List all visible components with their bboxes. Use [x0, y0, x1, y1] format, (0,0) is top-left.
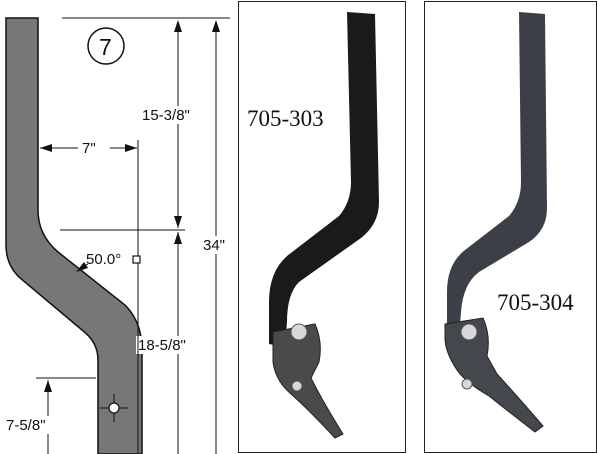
shank-photo-2: [444, 12, 547, 433]
part-number-705-303: 705-303: [247, 106, 324, 131]
lower-height-label: 18-5/8": [138, 337, 186, 354]
offset-width-label: 7": [82, 140, 96, 157]
hole-height-label: 7-5/8": [6, 417, 46, 434]
part-number-705-304: 705-304: [497, 290, 574, 315]
shank-body-black: [269, 12, 379, 347]
lower-arrow-top: [174, 232, 182, 244]
shank-technical-drawing: 15-3/8" 34" 18-5/8" 7" 50.0° 7-5/8": [0, 0, 236, 454]
shank-outline: [5, 17, 143, 454]
shank-point: [272, 323, 344, 439]
offset-arrow-left: [40, 144, 52, 152]
total-arrow-top: [212, 20, 220, 32]
photo-panel-705-303: 705-303: [238, 1, 406, 453]
mount-bolt-lower: [291, 380, 303, 392]
hole-arrow-top: [44, 380, 52, 392]
upper-arrow-bottom: [174, 216, 182, 228]
photo-panel-705-304: 705-304: [424, 1, 597, 453]
item-number-text: 7: [99, 34, 112, 60]
shank-point-2: [444, 317, 544, 433]
bend-angle-label: 50.0°: [86, 251, 121, 268]
shank-photo-1: [269, 12, 379, 439]
bolt-hole: [108, 402, 120, 414]
offset-arrow-right: [125, 144, 137, 152]
upper-arrow-top: [174, 20, 182, 32]
mount-bolt-lower-2: [461, 378, 473, 390]
item-number-circle: [87, 27, 125, 65]
shank-body-gray: [447, 12, 547, 337]
right-angle-marker: [132, 255, 141, 264]
total-height-label: 34": [203, 237, 225, 254]
mount-bolt-upper-2: [460, 323, 478, 341]
mount-bolt-upper: [290, 323, 308, 341]
drawing-canvas: 15-3/8" 34" 18-5/8" 7" 50.0° 7-5/8": [4, 17, 234, 454]
upper-height-label: 15-3/8": [142, 107, 190, 124]
angle-leader-arrow: [76, 262, 88, 272]
